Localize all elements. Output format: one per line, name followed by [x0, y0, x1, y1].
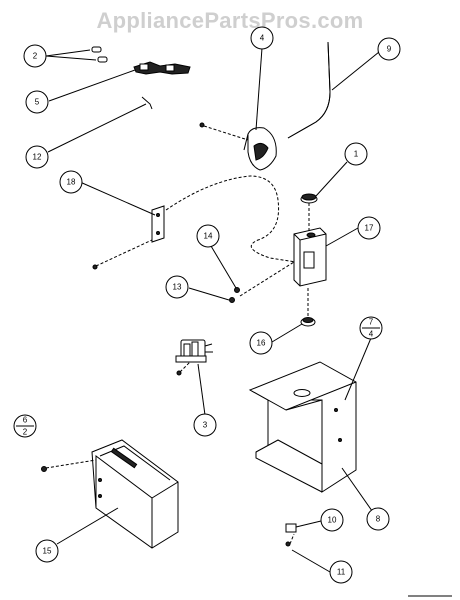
part-3-transformer: [175, 339, 213, 363]
callout-18: 18: [59, 170, 83, 194]
callout-11: 11: [329, 560, 353, 584]
callout-8: 8: [366, 507, 390, 531]
watermark-text: AppliancePartsPros.com: [96, 8, 364, 33]
part-14-nut: [234, 287, 240, 293]
part-16-grommet: [300, 317, 316, 327]
part-18-plate: [151, 205, 165, 243]
svg-text:7: 7: [369, 318, 374, 327]
callout-14: 14: [196, 224, 220, 248]
callout-12: 12: [25, 145, 49, 169]
callout-16: 16: [249, 331, 273, 355]
callout-10: 10: [320, 508, 344, 532]
svg-text:11: 11: [337, 568, 346, 577]
part-17-block: [293, 227, 327, 287]
part-15-control-board: [91, 439, 179, 549]
svg-text:1: 1: [354, 150, 359, 159]
svg-text:13: 13: [173, 283, 182, 292]
part-1-grommet: [300, 193, 318, 204]
callout-9: 9: [377, 37, 401, 61]
svg-text:3: 3: [203, 421, 208, 430]
part-13-screw: [229, 297, 235, 303]
callout-5: 5: [25, 90, 49, 114]
svg-text:18: 18: [67, 178, 76, 187]
svg-text:17: 17: [365, 224, 374, 233]
svg-text:8: 8: [376, 515, 381, 524]
part-9-tube: [287, 41, 331, 139]
svg-text:4: 4: [369, 330, 374, 339]
svg-text:2: 2: [33, 52, 38, 61]
svg-text:15: 15: [43, 547, 52, 556]
part-8-enclosure: [248, 361, 357, 493]
svg-text:14: 14: [204, 232, 213, 241]
callout-6-2: 6 2: [13, 414, 37, 438]
svg-text:4: 4: [260, 34, 265, 43]
callout-2: 2: [23, 44, 47, 68]
svg-text:5: 5: [35, 98, 40, 107]
svg-text:10: 10: [328, 516, 337, 525]
part-10-clip: [285, 523, 297, 533]
svg-text:16: 16: [257, 339, 266, 348]
svg-text:9: 9: [387, 45, 392, 54]
callout-15: 15: [35, 539, 59, 563]
callout-4: 4: [250, 26, 274, 50]
part-2-clips: [91, 46, 108, 63]
svg-text:12: 12: [33, 153, 42, 162]
callout-17: 17: [357, 216, 381, 240]
part-12-wire: [141, 96, 153, 110]
callout-7-4: 7 4: [359, 316, 383, 340]
part-5-harness: [133, 61, 191, 75]
part-4-bracket: [243, 127, 277, 171]
callout-3: 3: [193, 413, 217, 437]
svg-text:2: 2: [23, 428, 28, 437]
callout-1: 1: [344, 142, 368, 166]
callout-13: 13: [165, 275, 189, 299]
svg-text:6: 6: [23, 416, 28, 425]
